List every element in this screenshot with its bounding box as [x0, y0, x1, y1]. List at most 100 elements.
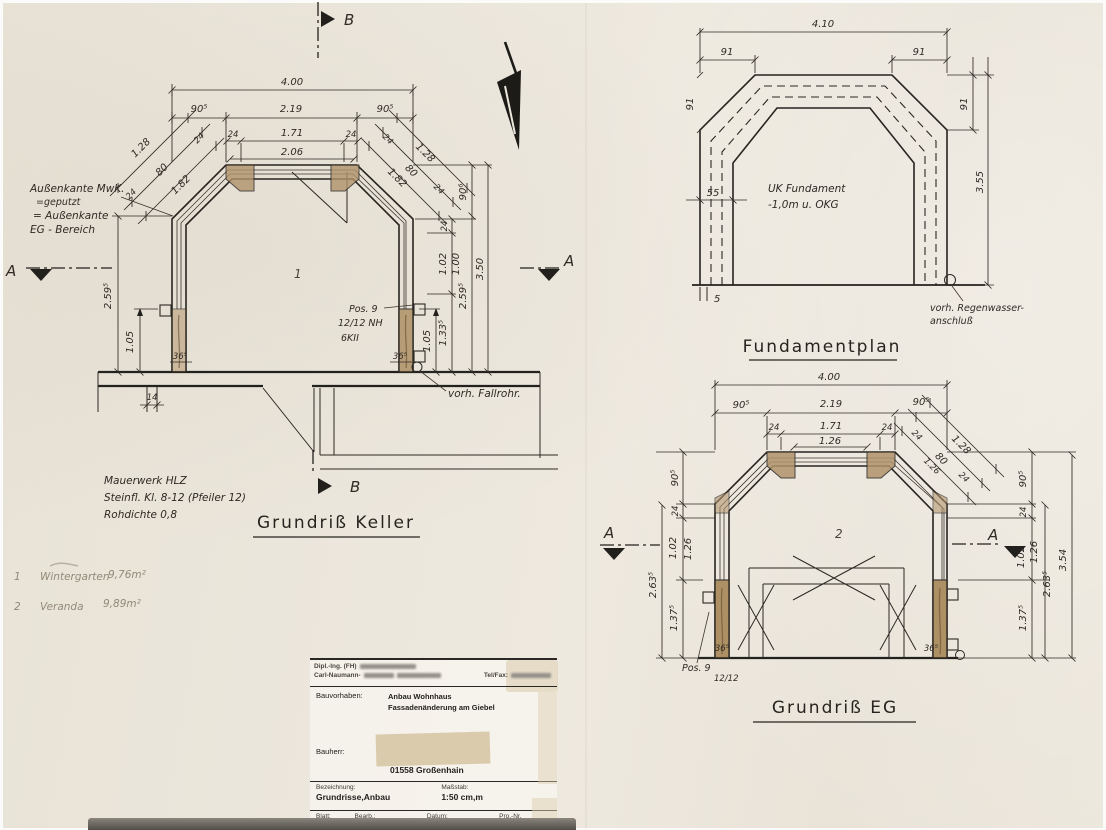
note-pos9-size: 12/12: [714, 674, 739, 684]
dim-label: 24: [346, 130, 357, 140]
dim-label: 1.82: [169, 173, 193, 197]
dim-label: 90⁵: [377, 104, 394, 115]
room-number: 1: [294, 267, 302, 281]
eg-dimensions: [656, 380, 1076, 662]
architect-line1: Dipl.-Ing. (FH): [314, 663, 357, 670]
note-aussenkante: =geputzt: [36, 197, 82, 208]
note-pos9: 12/12 NH: [338, 318, 383, 329]
post-marker: [946, 638, 959, 651]
dim-label: 24: [882, 423, 893, 433]
title-block: Dipl.-Ing. (FH) Carl-Naumann- Tel/Fax: B…: [310, 658, 558, 830]
note-uk-fundament: -1,0m u. OKG: [768, 199, 839, 211]
dim-label: 2.06: [281, 147, 303, 158]
dim-label: 2.19: [820, 399, 842, 410]
dim-label: 90⁵: [733, 400, 750, 411]
massstab-value: 1:50 cm,m: [441, 792, 483, 802]
designation-row: Bezeichnung: Grundrisse,Anbau Maßstab: 1…: [310, 781, 557, 810]
dim-label: 1.05: [422, 330, 433, 352]
fundament-outline: [692, 74, 985, 302]
section-arrow-a-left: [30, 269, 52, 281]
keller-bay-walls: [171, 164, 414, 372]
dim-label: 1.71: [281, 128, 303, 139]
dim-label: 24: [192, 131, 207, 146]
dim-label: 4.00: [818, 372, 840, 383]
bezeichnung-value: Grundrisse,Anbau: [316, 792, 391, 802]
section-arrow-b-top: [321, 11, 335, 27]
section-letter-b: B: [344, 11, 354, 29]
dim-label: 1.37⁵: [1018, 605, 1029, 631]
dim-label: 1.26: [819, 436, 841, 447]
dim-label: 3.54: [1058, 549, 1069, 571]
redacted-text: [511, 672, 551, 678]
legend: 1 Wintergarten 9,76m² 2 Veranda 9,89m²: [14, 562, 147, 613]
dim-label: 1.02: [438, 253, 449, 275]
note-uk-fundament: UK Fundament: [768, 183, 846, 195]
note-aussenkante: Außenkante MwK.: [29, 183, 125, 195]
dim-label: 1.02: [668, 537, 679, 559]
post-marker: [702, 591, 715, 604]
note-pos9: Pos. 9: [682, 663, 711, 674]
dim-label: 1.37⁵: [669, 605, 680, 631]
dim-label: 91: [685, 98, 696, 111]
city-line: 01558 Großenhain: [390, 765, 464, 775]
keller-dimension-labels: 4.00 90⁵ 2.19 90⁵ 24 1.71 24 2.06 1.28 8…: [103, 77, 486, 403]
dim-label: 3.50: [475, 258, 486, 280]
dim-label: 1.02: [1016, 546, 1027, 568]
dim-label: 1.28: [413, 141, 437, 165]
massstab-label: Maßstab:: [441, 784, 469, 791]
angle-label: 36⁵: [924, 644, 939, 654]
dim-label: 1.05: [125, 331, 136, 353]
dim-label: 55: [707, 188, 720, 199]
legend-row2-number: 2: [14, 601, 21, 613]
note-regenwasser: anschluß: [930, 316, 973, 327]
dim-label: 24: [228, 130, 239, 140]
bauvorhaben-value: Anbau Wohnhaus: [388, 692, 452, 701]
section-letter-a: A: [987, 526, 998, 544]
post-marker: [413, 303, 426, 316]
section-arrow-a-right: [1004, 546, 1026, 558]
dim-label: 1.33⁵: [438, 320, 449, 346]
bearb-label: Bearb.:: [354, 813, 376, 820]
plan-title-fundament: Fundamentplan: [743, 337, 902, 357]
room-number: 2: [835, 527, 843, 541]
angle-label: 36⁵: [393, 352, 408, 362]
note-regenwasser: vorh. Regenwasser-: [930, 303, 1024, 314]
dim-label: 24: [124, 187, 139, 202]
legend-row1-name: Wintergarten: [40, 571, 110, 583]
dim-label: 90⁵: [191, 104, 208, 115]
eg-pillars: [702, 451, 965, 660]
post-marker: [159, 304, 172, 317]
bauherr-label: Bauherr:: [316, 747, 345, 756]
keller-existing-walls: [97, 370, 558, 470]
scan-shadow-edge: [88, 818, 576, 830]
note-pos9: Pos. 9: [349, 304, 378, 315]
dim-label: 90⁵: [1018, 471, 1029, 488]
eg-bay-walls: [698, 451, 958, 660]
rainwater-connection-circle: [944, 274, 956, 286]
eg-interior: 2: [737, 527, 917, 658]
blatt-label: Blatt:: [316, 813, 331, 820]
dim-label: 24: [431, 182, 446, 197]
dim-label: 24: [769, 423, 780, 433]
keller-section-markers: B B A A: [5, 2, 574, 496]
bauherr-row: Bauherr:: [310, 731, 557, 767]
post-marker: [413, 350, 426, 363]
dim-label: 1.71: [820, 421, 842, 432]
note-aussenkante: = Außenkante: [33, 210, 108, 222]
section-arrow-a-left: [603, 548, 625, 560]
angle-label: 36⁵: [715, 644, 730, 654]
dim-label: 2.63⁵: [648, 572, 659, 598]
dim-label: 4.10: [812, 19, 834, 30]
note-mauerwerk: Rohdichte 0,8: [104, 509, 177, 521]
dim-label: 24: [671, 506, 681, 517]
dim-label: 2.59⁵: [458, 283, 469, 309]
section-letter-b: B: [350, 478, 360, 496]
bauvorhaben-row: Bauvorhaben: Anbau Wohnhaus Fassadenände…: [310, 687, 557, 741]
eg-section-markers: A A: [600, 524, 1026, 560]
plan-grundriss-keller: 4.00 90⁵ 2.19 90⁵ 24 1.71 24 2.06 1.28 8…: [5, 2, 574, 538]
dim-label: 24: [1019, 507, 1029, 518]
section-letter-a: A: [5, 262, 16, 280]
eg-dimension-labels: 4.00 90⁵ 2.19 90⁵ 24 1.71 24 1.26 24 1.2…: [648, 372, 1069, 654]
dim-label: 24: [380, 132, 395, 147]
dim-label: 4.00: [281, 77, 303, 88]
